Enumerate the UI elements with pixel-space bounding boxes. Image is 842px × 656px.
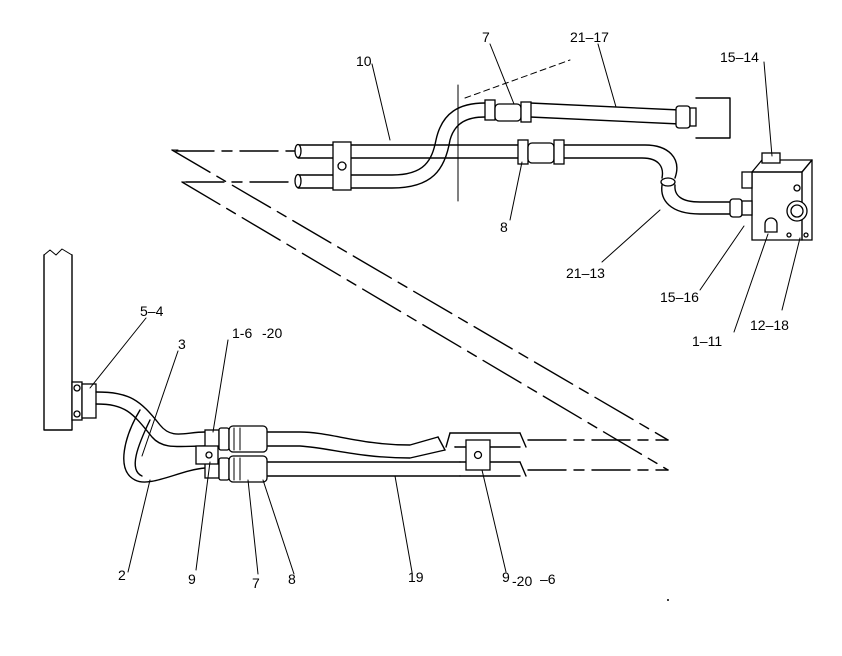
label-20-right: -20	[512, 573, 532, 589]
flange-fitting	[71, 381, 97, 421]
label-8-lower: 8	[288, 571, 296, 587]
lower-hose-lower-line	[123, 409, 461, 483]
part-labels: 5–4 3 1-6 -20 2 9 7 8 19 9 -20 –6 10 7 2…	[118, 29, 789, 591]
label-9-right: 9	[502, 569, 510, 585]
label-7-lower: 7	[252, 575, 260, 591]
mounting-frame	[43, 248, 73, 431]
label-6-right: –6	[540, 571, 556, 587]
label-5-4: 5–4	[140, 303, 164, 319]
upper-pipe-ends	[294, 143, 302, 189]
label-9-left: 9	[188, 571, 196, 587]
leader-lines	[89, 43, 801, 575]
label-1-6: 1-6	[232, 325, 252, 341]
valve-block	[741, 152, 813, 241]
label-21-13: 21–13	[566, 265, 605, 281]
routing-outline	[171, 149, 669, 471]
upper-pipe-continuation	[175, 150, 299, 183]
upper-pipe-clamp	[332, 141, 352, 191]
label-20-top: -20	[262, 325, 282, 341]
valve-feed-hose	[660, 177, 753, 218]
upper-coupling-8	[517, 139, 565, 165]
label-12-18: 12–18	[750, 317, 789, 333]
label-7-upper: 7	[482, 29, 490, 45]
pipe-end-fitting	[675, 97, 731, 139]
label-19: 19	[408, 569, 424, 585]
lower-hose-upper-line	[95, 391, 446, 459]
label-15-16: 15–16	[660, 289, 699, 305]
reference-line	[457, 59, 571, 202]
pipe-clamp	[195, 445, 219, 465]
label-2: 2	[118, 567, 126, 583]
pipe-clamp-right	[445, 432, 527, 477]
label-15-14: 15–14	[720, 49, 759, 65]
upper-coupling-7	[484, 99, 532, 123]
label-21-17: 21–17	[570, 29, 609, 45]
label-8-upper: 8	[500, 219, 508, 235]
lower-pipe-continuation	[527, 439, 669, 471]
stray-dot	[667, 599, 669, 601]
label-10: 10	[356, 53, 372, 69]
label-3: 3	[178, 336, 186, 352]
label-1-11: 1–11	[692, 333, 722, 349]
